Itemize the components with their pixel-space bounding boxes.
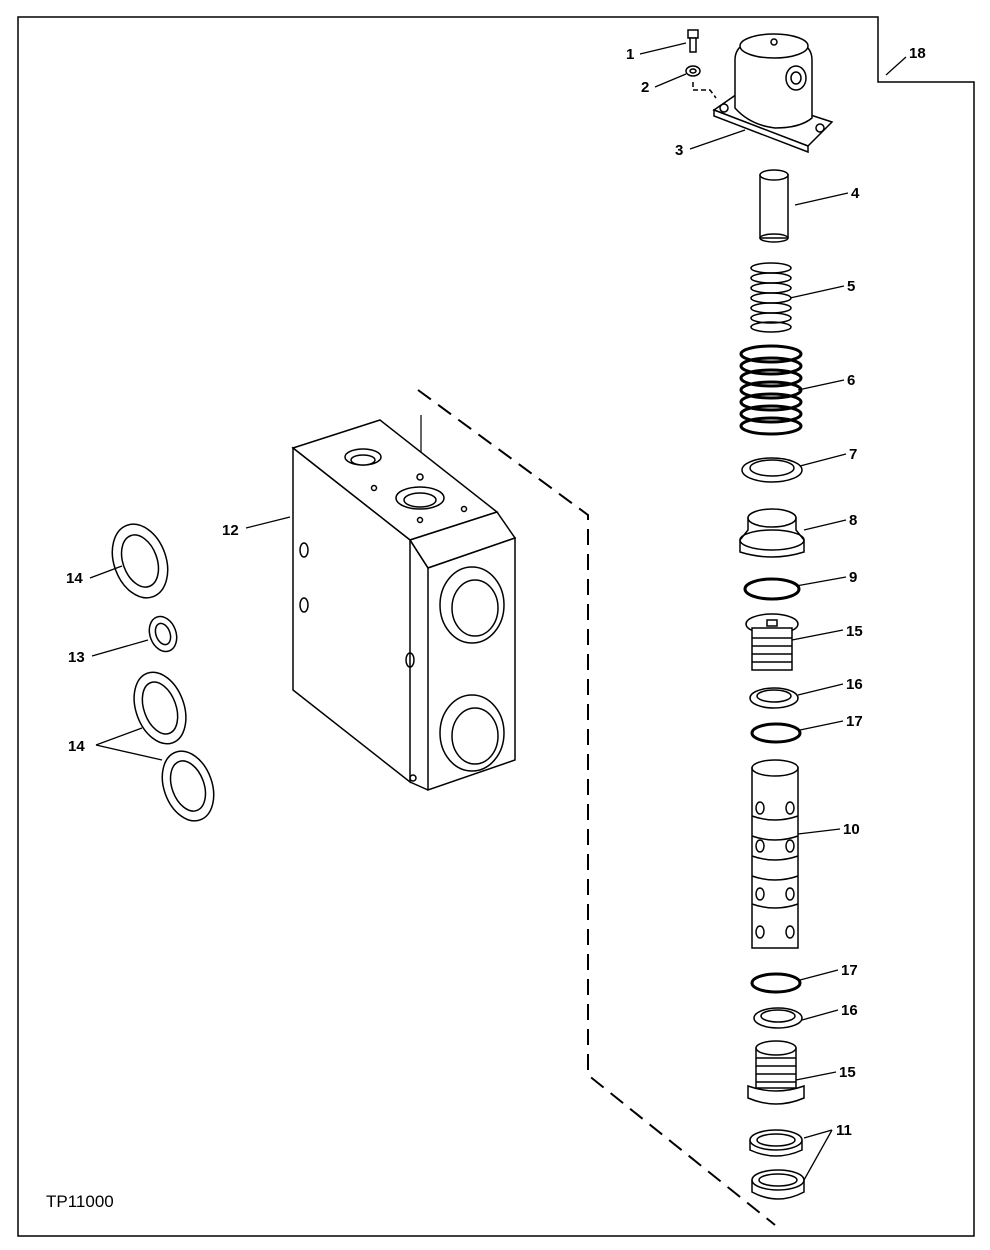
callout-16-top: 16 [846,676,863,693]
seal-ring-14-bottom [161,750,215,822]
valve-cover [712,33,834,154]
o-ring-bottom [750,972,802,994]
sleeve [759,169,789,243]
spring [750,262,792,333]
callout-3: 3 [675,142,683,159]
leader-lines [89,42,907,1181]
callout-12: 12 [222,522,239,539]
callout-15-top: 15 [846,623,863,640]
callout-16-bottom: 16 [841,1002,858,1019]
retaining-ring [741,457,803,483]
callout-14-top: 14 [66,570,83,587]
callout-7: 7 [849,446,857,463]
backup-ring-bottom [753,1007,803,1029]
callout-1: 1 [626,46,634,63]
callout-9: 9 [849,569,857,586]
callout-17-top: 17 [846,713,863,730]
cap-screw [687,29,699,53]
assembly-dashed-outline [417,389,776,1226]
spring-retainer [739,508,805,558]
seal-ring-14-top [111,523,169,599]
callout-2: 2 [641,79,649,96]
callout-6: 6 [847,372,855,389]
valve-spool [751,759,799,949]
backup-ring-top [749,687,799,709]
callout-13: 13 [68,649,85,666]
callout-17-bottom: 17 [841,962,858,979]
callout-14-bottom: 14 [68,738,85,755]
callout-4: 4 [851,185,860,202]
callout-10: 10 [843,821,860,838]
plug-bottom [747,1040,805,1105]
end-ring-upper [749,1129,803,1157]
large-spring [739,344,803,436]
valve-housing [291,419,517,792]
end-ring-lower [751,1169,805,1200]
callout-8: 8 [849,512,857,529]
callout-18: 18 [909,45,926,62]
diagram-border [17,16,975,1237]
lock-washer [685,65,701,77]
plug-top [745,613,799,671]
seal-ring-13 [148,615,178,653]
callout-15-bottom: 15 [839,1064,856,1081]
o-ring-top [750,722,802,744]
callout-5: 5 [847,278,855,295]
o-ring [743,577,801,601]
callout-11: 11 [836,1122,852,1139]
figure-id: TP11000 [46,1192,114,1211]
seal-ring-14-middle [133,671,187,745]
